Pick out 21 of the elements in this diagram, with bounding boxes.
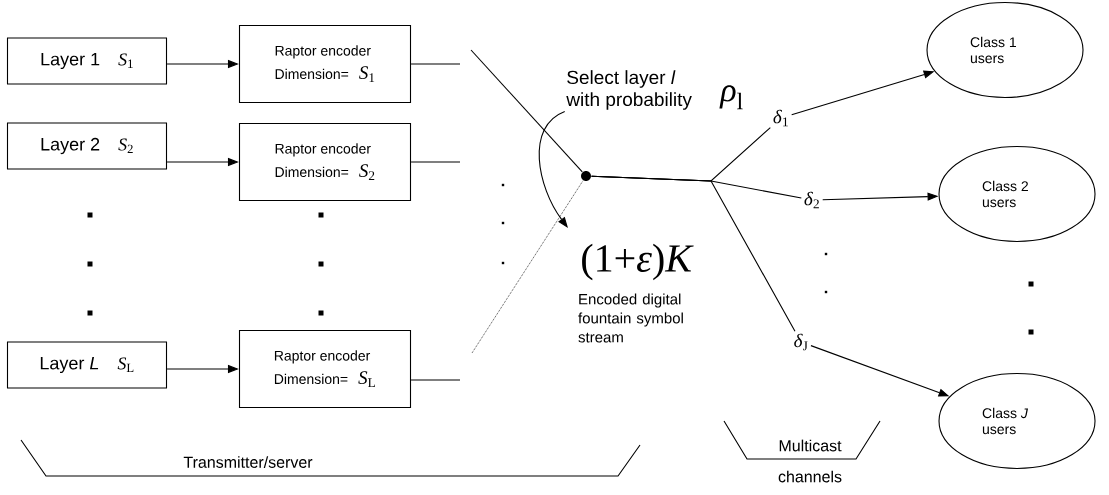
layer-box: Layer 1 S$_{1}$ bbox=[6, 37, 168, 85]
connector-line bbox=[410, 161, 461, 163]
leader-line bbox=[538, 110, 568, 228]
layer-box: Layer L S$_{L}$ bbox=[6, 341, 168, 389]
connector-line bbox=[410, 379, 461, 381]
channel-label: δ$_{J}$ bbox=[794, 333, 808, 351]
stream-label: Encoded digital fountain symbol stream bbox=[578, 293, 683, 343]
encoder-box: Raptor encoder Dimension= S$_{1}$ bbox=[238, 24, 412, 104]
formula-label: (1+ε)K bbox=[582, 243, 694, 281]
encoder-box: Raptor encoder Dimension= S$_{L}$ bbox=[238, 329, 412, 409]
channel-label: δ$_{2}$ bbox=[804, 191, 819, 209]
bracket-label: Multicast channels bbox=[778, 439, 842, 483]
annotation-text: Select layer l with probability ρ$_{l}$ bbox=[566, 70, 743, 110]
channel-label: δ$_{1}$ bbox=[773, 109, 788, 127]
connector-line bbox=[410, 63, 461, 65]
bracket-label: Transmitter/server bbox=[183, 456, 313, 468]
connector-line bbox=[470, 49, 583, 173]
connector-line bbox=[591, 175, 796, 332]
layer-box: Layer 2 S$_{2}$ bbox=[6, 122, 168, 170]
encoder-box: Raptor encoder Dimension= S$_{2}$ bbox=[238, 122, 412, 202]
connector-line bbox=[471, 180, 584, 354]
